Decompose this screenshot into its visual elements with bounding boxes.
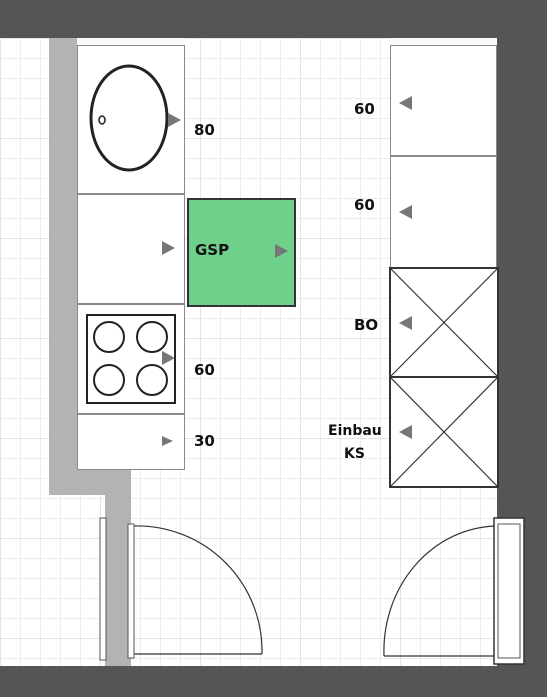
dishwasher-arrow-icon xyxy=(162,241,175,255)
oven-arrow-icon xyxy=(399,316,412,330)
left-wall xyxy=(49,38,77,495)
right-counter-top-edge xyxy=(390,38,497,46)
right-door-icon xyxy=(383,517,525,665)
left-door-icon xyxy=(99,517,263,661)
sink-arrow-icon xyxy=(168,113,181,127)
upper-cabinet-1-arrow-icon xyxy=(399,96,412,110)
wall-door-jamb xyxy=(105,470,131,666)
counter-top-edge xyxy=(77,38,185,46)
cooktop-icon xyxy=(86,314,176,404)
upper-cabinet-1-width-label: 60 xyxy=(354,100,375,118)
upper-cabinet-2-arrow-icon xyxy=(399,205,412,219)
oven-cabinet xyxy=(389,267,499,488)
dishwasher-label: GSP xyxy=(195,241,230,259)
small-cabinet-arrow-icon xyxy=(162,436,173,446)
stove-arrow-icon xyxy=(162,351,175,365)
sink-width-label: 80 xyxy=(194,121,215,139)
fridge-arrow-icon xyxy=(399,425,412,439)
upper-cabinet-2-width-label: 60 xyxy=(354,196,375,214)
fridge-label-line1: Einbau xyxy=(328,423,382,439)
dishwasher-door-arrow-icon xyxy=(275,244,288,258)
stove-width-label: 60 xyxy=(194,361,215,379)
fridge-label-line2: KS xyxy=(344,446,365,462)
oven-label: BO xyxy=(354,316,379,334)
sink-icon xyxy=(89,64,169,172)
small-cabinet-width-label: 30 xyxy=(194,432,215,450)
